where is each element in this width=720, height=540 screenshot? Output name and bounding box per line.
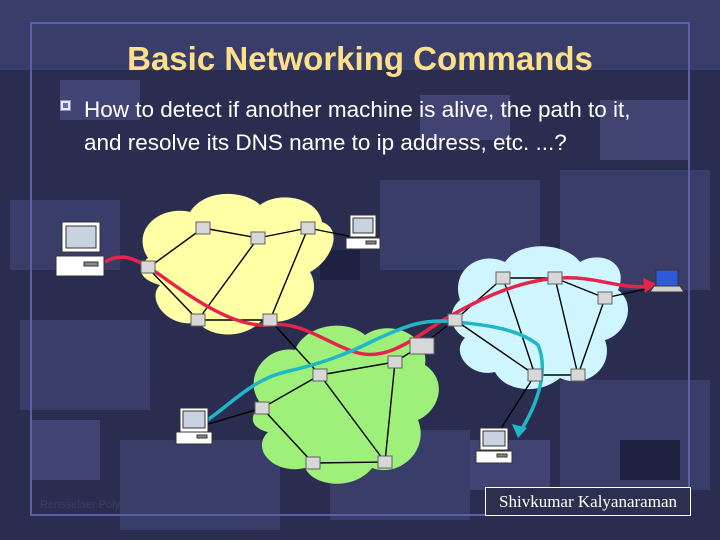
router-node: [377, 455, 393, 469]
router-node: [300, 221, 316, 235]
computer-icon: [345, 214, 381, 250]
router-node: [250, 231, 266, 245]
computer-icon: [55, 221, 105, 277]
router-node: [409, 337, 435, 355]
router-node: [262, 313, 278, 327]
router-node: [570, 368, 586, 382]
router-node: [597, 291, 613, 305]
laptop-icon: [649, 269, 685, 293]
network-cloud-blue: [451, 246, 628, 390]
computer-icon: [175, 407, 213, 445]
author-footer: Shivkumar Kalyanaraman: [485, 487, 691, 516]
red-arrowhead: [643, 278, 656, 293]
router-node: [195, 221, 211, 235]
router-node: [447, 313, 463, 327]
slide-title: Basic Networking Commands: [127, 40, 593, 77]
slide-frame: [30, 22, 690, 516]
network-cloud-yellow: [140, 193, 334, 335]
router-node: [190, 313, 206, 327]
institution-footer: Rensselaer Polytechnic Institute: [40, 499, 197, 511]
cyan-arrowhead: [512, 424, 527, 438]
router-node: [254, 401, 270, 415]
computer-icon: [475, 427, 513, 464]
router-node: [305, 456, 321, 470]
router-node: [547, 271, 563, 285]
route-path-cyan: [199, 319, 545, 433]
router-node: [312, 368, 328, 382]
router-node: [495, 271, 511, 285]
bullet-text: How to detect if another machine is aliv…: [84, 97, 631, 155]
router-node: [140, 260, 156, 274]
square-bullet-icon: [60, 100, 71, 111]
router-node: [527, 368, 543, 382]
router-node: [387, 355, 403, 369]
